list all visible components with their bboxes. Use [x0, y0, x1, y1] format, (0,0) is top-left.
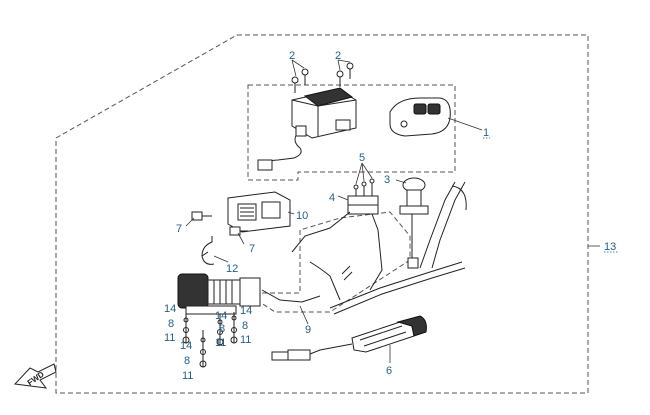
- callout-1: 1: [483, 127, 489, 139]
- leader-lines: [185, 59, 600, 363]
- callout-8b: 8: [184, 355, 190, 367]
- callout-2a: 2: [289, 50, 295, 62]
- solenoid-relay: [347, 178, 379, 215]
- assembly-frame: [55, 34, 589, 394]
- fasteners-right: [216, 312, 238, 346]
- callout-14b: 14: [180, 340, 192, 352]
- callout-11a: 11: [164, 332, 175, 344]
- callout-11b: 11: [182, 370, 193, 382]
- winch-bracket: [227, 191, 291, 233]
- callout-14d: 14: [240, 305, 252, 317]
- callout-3: 3: [384, 174, 390, 186]
- callout-2b: 2: [335, 50, 341, 62]
- callout-5: 5: [359, 152, 365, 164]
- callout-10: 10: [296, 210, 308, 222]
- callout-11d: 11: [240, 334, 251, 346]
- bolt-7a: [191, 211, 212, 221]
- callout-4: 4: [329, 192, 335, 204]
- callout-6: 6: [386, 365, 392, 377]
- screw-set-2: [291, 62, 354, 93]
- fasteners-left: [182, 314, 207, 368]
- callout-9: 9: [305, 324, 311, 336]
- controller-box: [257, 87, 357, 171]
- handheld-controller: [271, 315, 427, 361]
- callout-8d: 8: [242, 320, 248, 332]
- callout-12: 12: [226, 263, 238, 275]
- wireless-remote: [389, 97, 451, 137]
- callout-7b: 7: [249, 243, 255, 255]
- callout-14c: 14: [215, 310, 227, 322]
- fwd-arrow: FWD: [13, 363, 57, 389]
- wiring-harness: [261, 181, 467, 315]
- callout-7a: 7: [176, 223, 182, 235]
- winch-motor: [177, 273, 261, 315]
- winch-hook: [201, 236, 215, 265]
- bolt-7b: [229, 226, 248, 236]
- callout-11c: 11: [215, 337, 226, 349]
- callout-8a: 8: [168, 318, 174, 330]
- callout-13: 13: [604, 241, 616, 253]
- rocker-switch: [399, 177, 429, 269]
- callout-14a: 14: [164, 303, 176, 315]
- callout-8c: 8: [219, 323, 225, 335]
- controller-group-frame: [247, 84, 456, 181]
- callouts: 1 2 2 3 4 5 6 7 7 9 10 12 13 14 8 11 14 …: [164, 50, 618, 382]
